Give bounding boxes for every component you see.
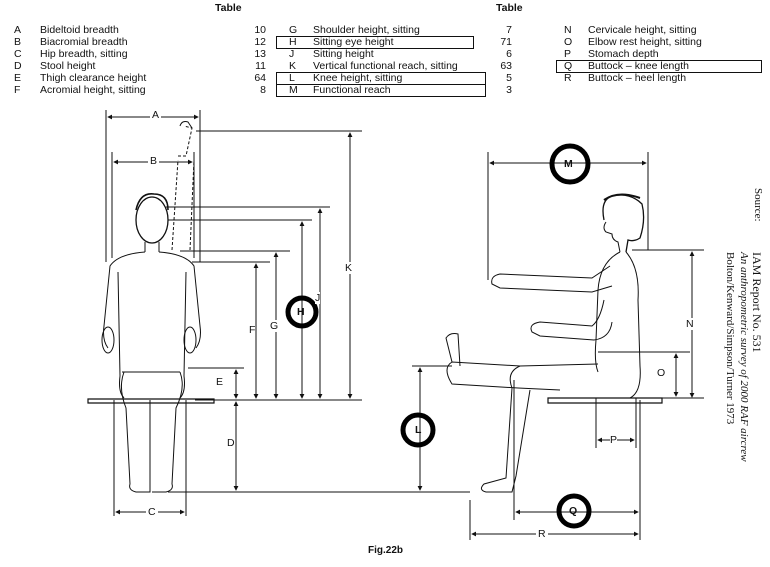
table-header-left: Table — [215, 2, 242, 14]
label-f: F — [249, 324, 256, 336]
label-a: A — [150, 109, 162, 121]
col2-letter-h: H — [289, 36, 297, 48]
col2-letter-j: J — [289, 48, 295, 60]
col2-label-g: Shoulder height, sitting — [313, 24, 420, 36]
label-k: K — [345, 262, 353, 274]
col2-letter-l: L — [289, 72, 295, 84]
col1-label-e: Thigh clearance height — [40, 72, 147, 84]
col2-value-m: 3 — [506, 84, 512, 96]
col1-label-d: Stool height — [40, 60, 96, 72]
col2-label-l: Knee height, sitting — [313, 72, 403, 84]
highlight-box-q — [556, 60, 762, 73]
label-d: D — [227, 437, 235, 449]
label-c: C — [146, 506, 158, 518]
col3-letter-p: P — [564, 48, 572, 60]
label-q: Q — [569, 505, 578, 517]
col1-value-b: 12 — [254, 36, 266, 48]
label-l: L — [415, 424, 422, 436]
table-header-right: Table — [496, 2, 523, 14]
col3-label-p: Stomach depth — [588, 48, 659, 60]
label-b: B — [148, 155, 160, 167]
col1-value-d: 11 — [255, 60, 266, 72]
col2-value-k: 63 — [500, 60, 512, 72]
col1-letter-e: E — [14, 72, 22, 84]
col1-letter-f: F — [14, 84, 21, 96]
col2-value-g: 7 — [506, 24, 512, 36]
col1-label-c: Hip breadth, sitting — [40, 48, 128, 60]
col3-letter-n: N — [564, 24, 572, 36]
col1-label-a: Bideltoid breadth — [40, 24, 119, 36]
col1-value-a: 10 — [254, 24, 266, 36]
source-title: Source: — [752, 188, 764, 222]
col3-letter-o: O — [564, 36, 573, 48]
highlight-box-m — [276, 84, 486, 97]
source-authors: Bolton/Kenward/Simpson/Turner 1973 — [724, 252, 736, 425]
col2-value-h: 71 — [500, 36, 512, 48]
col2-label-h: Sitting eye height — [313, 36, 394, 48]
col3-label-r: Buttock – heel length — [588, 72, 687, 84]
col1-label-f: Acromial height, sitting — [40, 84, 146, 96]
col2-letter-k: K — [289, 60, 297, 72]
col2-letter-m: M — [289, 84, 298, 96]
label-e: E — [216, 376, 224, 388]
col1-letter-d: D — [14, 60, 22, 72]
col1-value-e: 64 — [254, 72, 266, 84]
col2-label-j: Sitting height — [313, 48, 374, 60]
label-j: J — [315, 292, 321, 304]
col1-letter-a: A — [14, 24, 22, 36]
label-g: G — [270, 320, 279, 332]
label-h: H — [297, 306, 305, 318]
col2-label-m: Functional reach — [313, 84, 391, 96]
label-o: O — [657, 367, 666, 379]
col1-value-f: 8 — [260, 84, 266, 96]
source-report: IAM Report No. 531 — [750, 252, 764, 353]
col3-letter-r: R — [564, 72, 572, 84]
col1-label-b: Biacromial breadth — [40, 36, 128, 48]
col3-label-o: Elbow rest height, sitting — [588, 36, 702, 48]
col3-letter-q: Q — [564, 60, 573, 72]
col3-label-n: Cervicale height, sitting — [588, 24, 697, 36]
col3-label-q: Buttock – knee length — [588, 60, 689, 72]
figure-caption: Fig.22b — [368, 545, 404, 556]
col1-letter-b: B — [14, 36, 22, 48]
label-r: R — [536, 528, 548, 540]
col2-letter-g: G — [289, 24, 298, 36]
col1-value-c: 13 — [254, 48, 266, 60]
label-n: N — [686, 318, 694, 330]
col1-letter-c: C — [14, 48, 22, 60]
col2-value-j: 6 — [506, 48, 512, 60]
highlight-box-h — [276, 36, 474, 49]
col2-label-k: Vertical functional reach, sitting — [313, 60, 458, 72]
source-subtitle: An anthropometric survey of 2000 RAF air… — [738, 252, 750, 462]
label-p: P — [610, 434, 618, 446]
col2-value-l: 5 — [506, 72, 512, 84]
label-m: M — [564, 158, 573, 170]
